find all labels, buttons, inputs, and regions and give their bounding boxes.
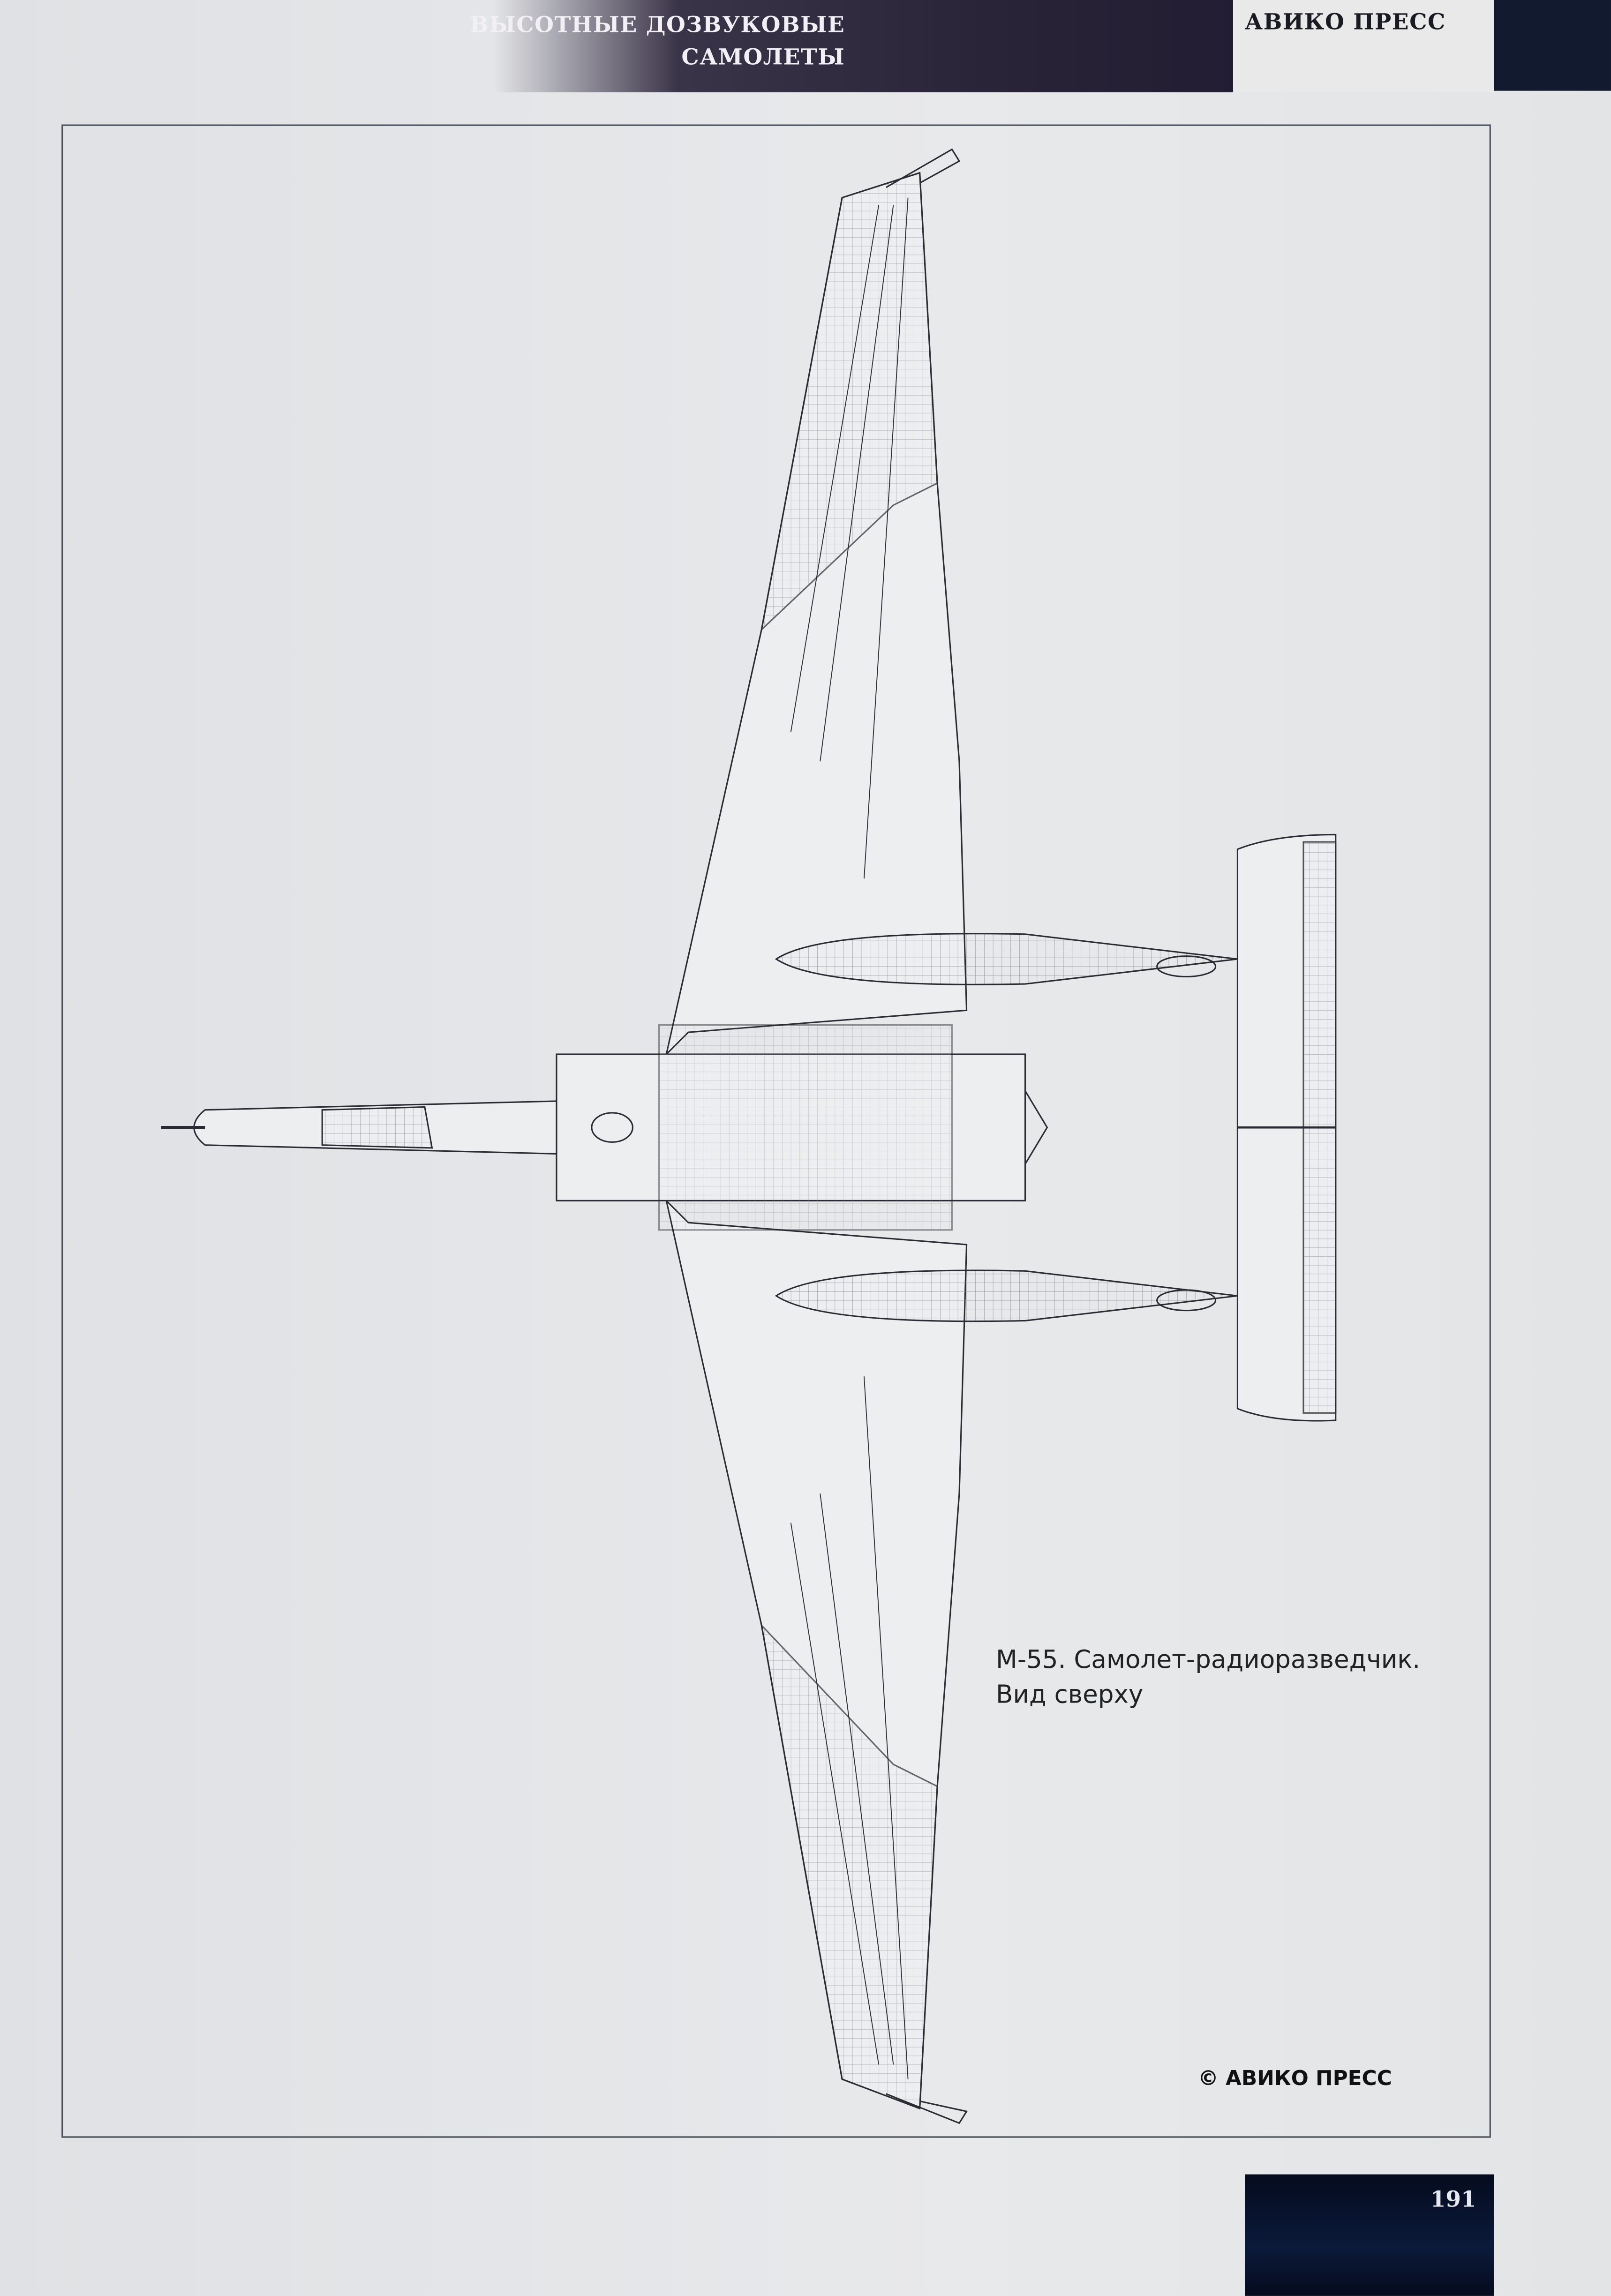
cockpit-canopy (321, 1106, 433, 1149)
section-title-line1: ВЫСОТНЫЕ ДОЗВУКОВЫЕ (470, 11, 845, 38)
upper-winglet (885, 148, 961, 188)
page-number-box: 191 (1245, 2174, 1494, 2296)
publisher-name: АВИКО ПРЕСС (1245, 8, 1446, 35)
publisher-box: АВИКО ПРЕСС (1233, 0, 1494, 92)
figure-caption: М-55. Самолет-радиоразведчик. Вид сверху (996, 1643, 1420, 1713)
section-title-line2: САМОЛЕТЫ (681, 44, 845, 70)
caption-line1: М-55. Самолет-радиоразведчик. (996, 1645, 1421, 1675)
header-corner (1494, 0, 1611, 91)
lower-winglet (886, 2093, 968, 2124)
section-title: ВЫСОТНЫЕ ДОЗВУКОВЫЕ САМОЛЕТЫ (470, 9, 845, 73)
header-bar: ВЫСОТНЫЕ ДОЗВУКОВЫЕ САМОЛЕТЫ (0, 0, 1234, 92)
page-number: 191 (1430, 2186, 1476, 2213)
copyright-notice: © АВИКО ПРЕСС (1198, 2067, 1392, 2091)
lower-tail-boom (775, 1269, 1238, 1322)
caption-line2: Вид сверху (996, 1681, 1144, 1711)
figure-frame (61, 124, 1491, 2138)
upper-tail-boom (775, 933, 1238, 985)
